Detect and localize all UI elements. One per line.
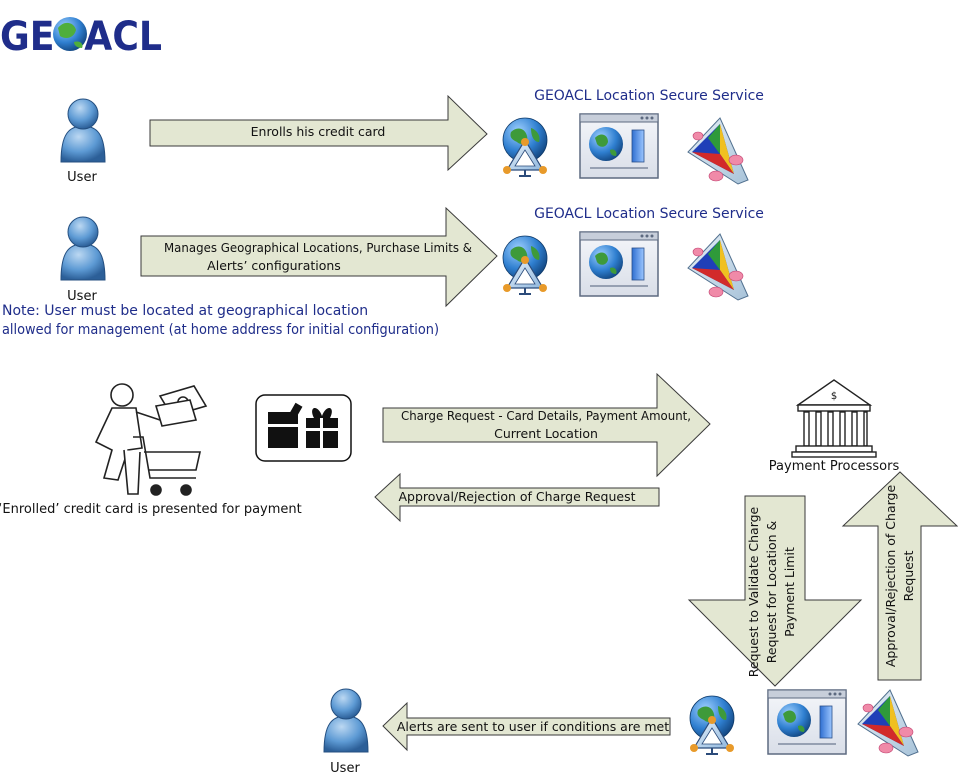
bank-dollar-symbol: $	[831, 391, 837, 402]
analytics-prism-icon	[687, 233, 749, 301]
validate-request-arrow	[687, 495, 863, 687]
user-label: User	[67, 289, 97, 304]
manage-arrow-label-line1: Manages Geographical Locations, Purchase…	[164, 240, 472, 255]
payment-section: ‘Enrolled’ credit card is presented for …	[0, 372, 958, 687]
validate-label-line3: Payment Limit	[782, 547, 797, 637]
alerts-arrow-label: Alerts are sent to user if conditions ar…	[397, 719, 669, 734]
enroll-arrow	[149, 94, 488, 172]
approval-up-label-line1: Approval/Rejection of Charge	[883, 485, 898, 668]
charge-request-arrow	[382, 372, 711, 478]
user-label: User	[330, 761, 360, 776]
row-manage: User Manages Geographical Locations, Pur…	[2, 206, 764, 338]
validate-request-label: Request to Validate Charge Request for L…	[746, 506, 797, 677]
approval-up-label: Approval/Rejection of Charge Request	[883, 485, 916, 668]
analytics-prism-icon	[857, 689, 919, 757]
globe-tripod-icon	[502, 117, 548, 177]
note-line2: allowed for management (at home address …	[2, 322, 439, 338]
manage-arrow	[140, 206, 498, 308]
approval-arrow	[374, 472, 660, 523]
row-enroll: User Enrolls his credit card GEOACL Loca…	[60, 88, 764, 185]
payment-processors-label: Payment Processors	[769, 459, 900, 474]
service-title: GEOACL Location Secure Service	[534, 206, 764, 222]
enroll-arrow-label: Enrolls his credit card	[251, 124, 386, 139]
alerts-arrow	[382, 701, 671, 752]
approval-up-arrow	[841, 471, 958, 681]
user-icon	[323, 688, 369, 753]
manage-arrow-label-line2: Alerts’ configurations	[207, 258, 341, 273]
globe-tripod-icon	[689, 695, 735, 755]
web-window-icon	[579, 113, 659, 179]
logo-globe-icon	[53, 17, 87, 51]
user-label: User	[67, 170, 97, 185]
user-icon	[60, 98, 106, 163]
charge-request-label-line2: Current Location	[494, 426, 598, 441]
card-presented-label: ‘Enrolled’ credit card is presented for …	[0, 502, 302, 517]
analytics-prism-icon	[687, 117, 749, 185]
validate-label-line1: Request to Validate Charge	[746, 506, 761, 677]
service-title: GEOACL Location Secure Service	[534, 88, 764, 104]
charge-request-label-line1: Charge Request - Card Details, Payment A…	[401, 408, 691, 423]
globe-tripod-icon	[502, 235, 548, 295]
note-line1: Note: User must be located at geographic…	[2, 303, 368, 319]
user-icon	[60, 216, 106, 281]
web-window-icon	[579, 231, 659, 297]
bank-building-icon	[791, 379, 877, 458]
shopper-cart-icon	[94, 383, 208, 496]
geoacl-logo: GEOACL	[0, 14, 162, 60]
merchant-gift-icon	[255, 394, 352, 462]
web-window-icon	[767, 689, 847, 755]
validate-label-line2: Request for Location &	[764, 520, 779, 663]
approval-arrow-label: Approval/Rejection of Charge Request	[398, 489, 635, 504]
approval-up-label-line2: Request	[901, 551, 916, 602]
row-alerts: User Alerts are sent to user if conditio…	[323, 688, 919, 776]
